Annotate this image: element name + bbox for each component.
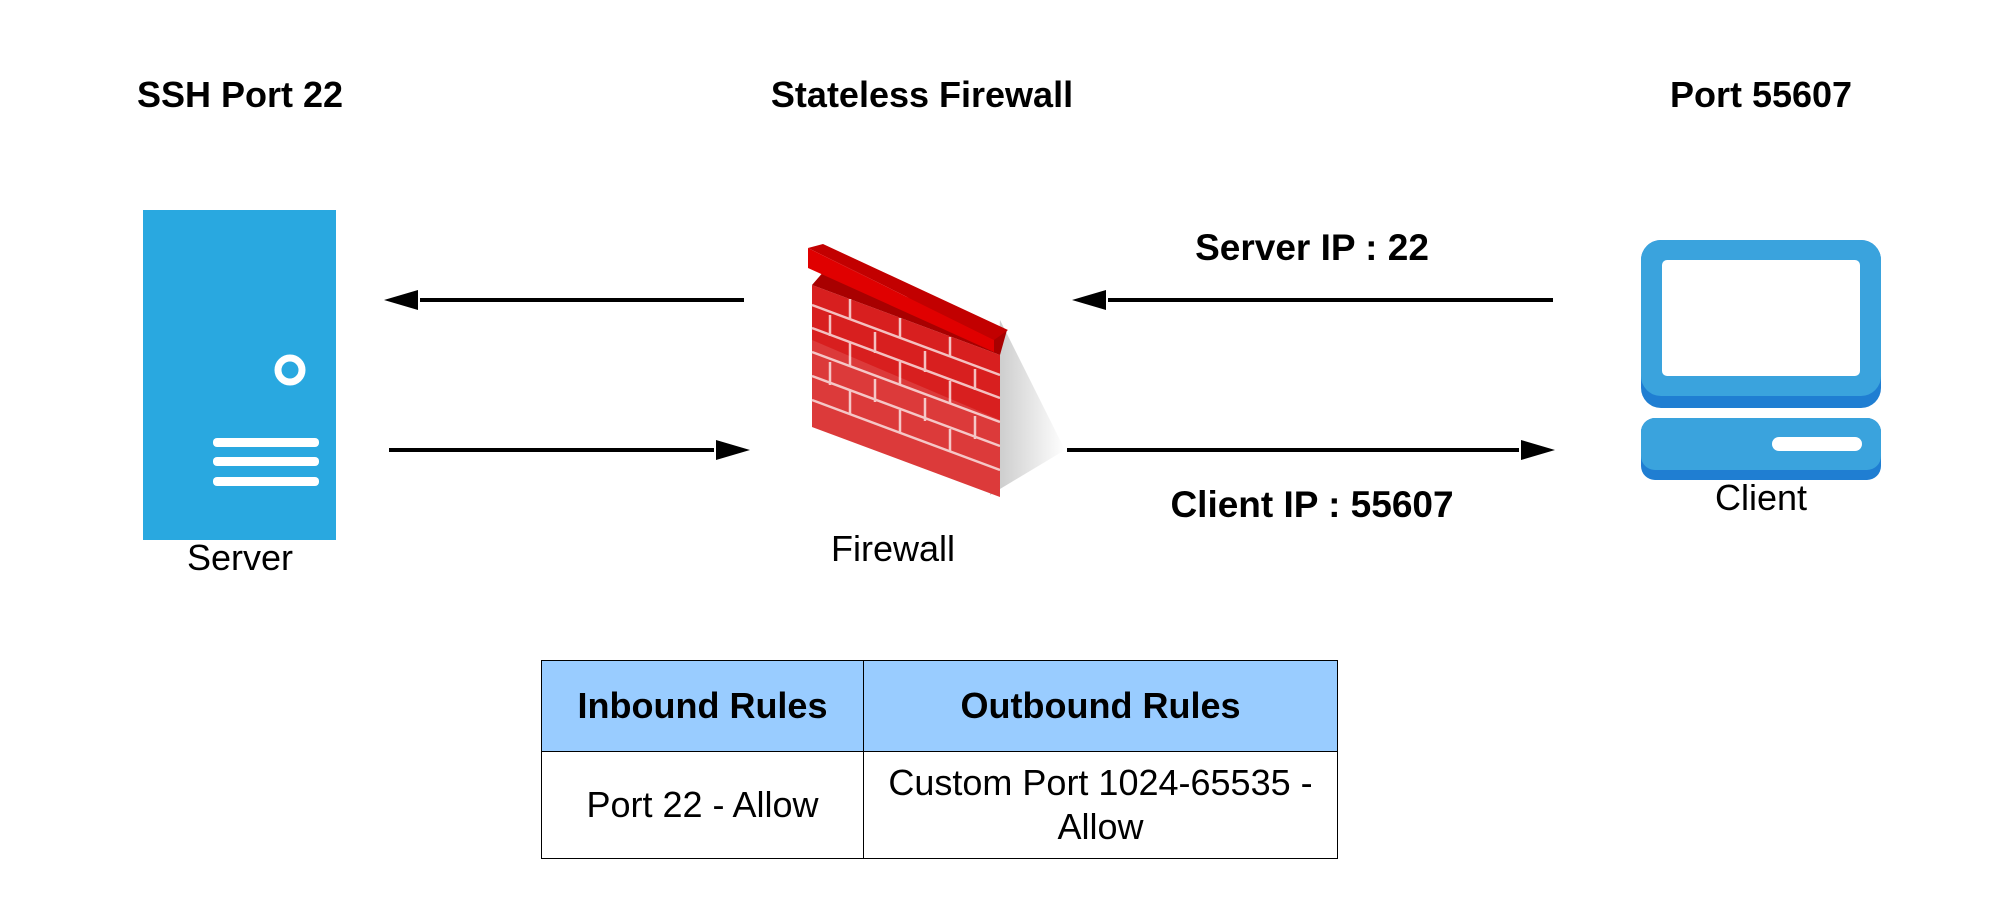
server-icon xyxy=(143,210,336,540)
client-port-heading: Port 55607 xyxy=(1669,74,1853,115)
inbound-rule-cell: Port 22 - Allow xyxy=(541,751,864,859)
table-row: Port 22 - Allow Custom Port 1024-65535 -… xyxy=(541,751,1338,859)
brick-wall-icon xyxy=(808,244,1065,497)
arrow-client-to-firewall xyxy=(1072,290,1553,310)
firewall-rules-table: Inbound Rules Outbound Rules Port 22 - A… xyxy=(541,660,1338,859)
server-port-heading: SSH Port 22 xyxy=(136,74,344,115)
client-ip-label: Client IP : 55607 xyxy=(1170,484,1454,525)
table-header-row: Inbound Rules Outbound Rules xyxy=(541,660,1338,752)
inbound-rules-header: Inbound Rules xyxy=(541,660,864,752)
arrow-firewall-to-client xyxy=(1067,440,1555,460)
firewall-label: Firewall xyxy=(830,528,956,569)
server-label: Server xyxy=(186,537,294,578)
firewall-type-heading: Stateless Firewall xyxy=(770,74,1074,115)
desktop-computer-icon xyxy=(1641,240,1881,480)
client-label: Client xyxy=(1714,477,1808,518)
arrow-firewall-to-server xyxy=(384,290,744,310)
arrow-server-to-firewall xyxy=(389,440,750,460)
server-ip-label: Server IP : 22 xyxy=(1195,227,1429,268)
outbound-rule-cell: Custom Port 1024-65535 - Allow xyxy=(863,751,1338,859)
outbound-rules-header: Outbound Rules xyxy=(863,660,1338,752)
